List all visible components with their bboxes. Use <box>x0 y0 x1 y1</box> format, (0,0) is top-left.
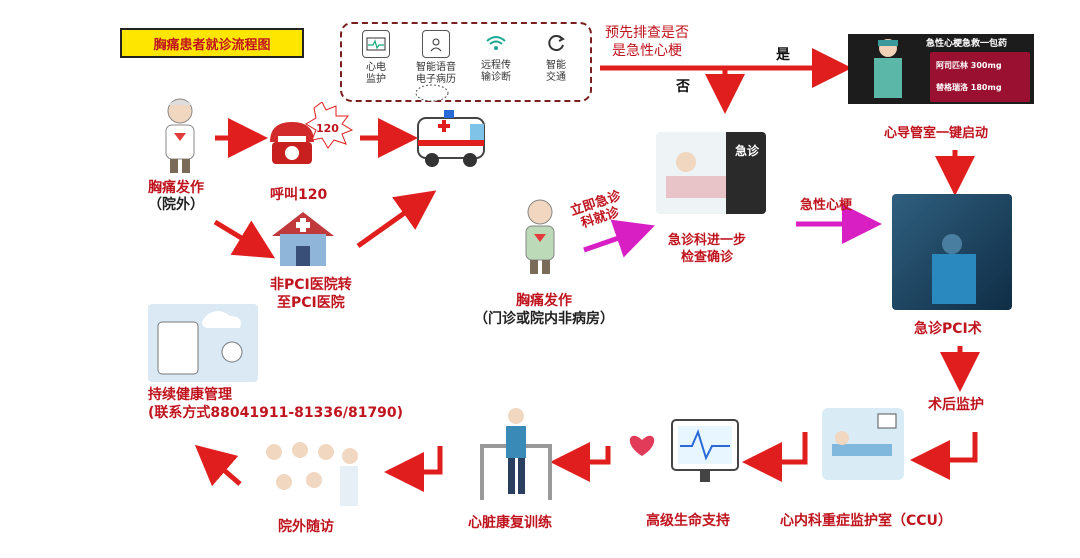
arrow-nonpci-to-ambulance <box>356 190 437 249</box>
post-op-label: 术后监护 <box>928 397 984 413</box>
health-mgmt-label: 持续健康管理 (联系方式88041911-81336/81790) <box>148 386 403 422</box>
health-mgmt-line1: 持续健康管理 <box>148 387 232 403</box>
refresh-icon <box>543 30 569 56</box>
patient-outside-icon <box>165 98 195 173</box>
rehab-label: 心脏康复训练 <box>468 515 552 531</box>
non-pci-label: 非PCI医院转 至PCI医院 <box>270 276 352 312</box>
cath-lab-label: 心导管室一键启动 <box>884 126 989 141</box>
health-mgmt-image <box>148 304 258 382</box>
ccu-bed-icon <box>822 408 904 480</box>
flowchart-title: 胸痛患者就诊流程图 <box>120 28 304 58</box>
ami-label: 急性心梗 <box>800 198 853 213</box>
ccu-label: 心内科重症监护室（CCU） <box>780 513 952 529</box>
arrow-postop-to-ccu <box>910 432 978 480</box>
tool-label-1: 心电 <box>366 62 386 73</box>
er-sign: 急诊 <box>734 144 759 158</box>
tool-label-1b: 监护 <box>366 74 386 85</box>
question-line-1: 预先排查是否 <box>605 25 689 41</box>
chest-pain-inside-line2: （门诊或院内非病房） <box>474 311 614 327</box>
life-support-label: 高级生命支持 <box>646 513 730 529</box>
arrow-followup-to-health <box>194 444 242 487</box>
tool-label-4b: 交通 <box>546 72 566 83</box>
drug-kit-title: 急性心梗急救一包药 <box>926 39 1008 49</box>
phone-badge: 120 <box>316 122 339 135</box>
chest-pain-inside-line1: 胸痛发作 <box>516 293 572 309</box>
phone-120-icon <box>270 102 354 164</box>
call-120-label: 呼叫120 <box>270 187 328 203</box>
doctor-icon <box>874 39 902 98</box>
monitor-icon <box>362 30 390 58</box>
non-pci-line2: 至PCI医院 <box>277 295 345 311</box>
question-text: 预先排查是否 是急性心梗 <box>605 24 689 60</box>
tool-label-3b: 输诊断 <box>481 72 511 83</box>
pci-label: 急诊PCI术 <box>914 321 982 337</box>
drug-1: 阿司匹林 300mg <box>936 61 1002 70</box>
follow-up-label: 院外随访 <box>278 519 334 535</box>
tool-label-3: 远程传 <box>481 60 511 71</box>
tool-monitor: 心电 监护 <box>348 30 404 86</box>
question-line-2: 是急性心梗 <box>612 43 682 59</box>
rehab-walker-icon <box>480 408 552 500</box>
chest-pain-inside-label: 胸痛发作 （门诊或院内非病房） <box>474 292 614 328</box>
tool-label-2b: 电子病历 <box>416 74 456 85</box>
tool-traffic: 智能 交通 <box>528 30 584 84</box>
tool-remote: 远程传 输诊断 <box>468 30 524 84</box>
chest-pain-outside-line1: 胸痛发作 <box>148 180 204 196</box>
arrow-ccu-to-support <box>742 432 808 482</box>
arrow-rehab-to-followup <box>384 446 443 492</box>
ambulance-icon <box>417 110 485 167</box>
ecg-monitor-icon <box>629 419 739 482</box>
no-label: 否 <box>676 79 690 95</box>
yes-label: 是 <box>776 47 790 63</box>
arrow-er-visit <box>583 219 655 258</box>
chest-pain-outside-line2: （院外） <box>148 197 204 213</box>
tool-label-2: 智能语音 <box>416 62 456 73</box>
er-exam-label: 急诊科进一步 检查确诊 <box>668 232 746 266</box>
hospital-house-icon <box>272 212 334 266</box>
er-exam-line1: 急诊科进一步 <box>668 233 747 248</box>
wifi-icon <box>483 30 509 56</box>
patient-inside-icon <box>525 199 555 274</box>
chest-pain-outside-label: 胸痛发作 （院外） <box>148 180 204 214</box>
smart-tools-panel: 心电 监护 智能语音 电子病历 远程传 输诊断 智能 交通 <box>340 22 592 102</box>
thought-bubble-icon <box>415 84 449 102</box>
arrow-support-to-rehab <box>550 442 611 482</box>
drug-2: 替格瑞洛 180mg <box>936 83 1002 92</box>
follow-up-people-icon <box>266 442 358 506</box>
er-exam-line2: 检查确诊 <box>681 250 734 265</box>
tool-label-4: 智能 <box>546 60 566 71</box>
drug-kit-card: 阿司匹林 300mg 替格瑞洛 180mg <box>930 52 1030 102</box>
er-room-image: 急诊 <box>656 132 766 214</box>
pci-surgery-image <box>892 194 1012 310</box>
non-pci-line1: 非PCI医院转 <box>270 277 352 293</box>
record-icon <box>422 30 450 58</box>
health-mgmt-line2: (联系方式88041911-81336/81790) <box>148 405 404 421</box>
arrow-patient-to-nonpci <box>213 219 276 259</box>
tool-record: 智能语音 电子病历 <box>408 30 464 86</box>
